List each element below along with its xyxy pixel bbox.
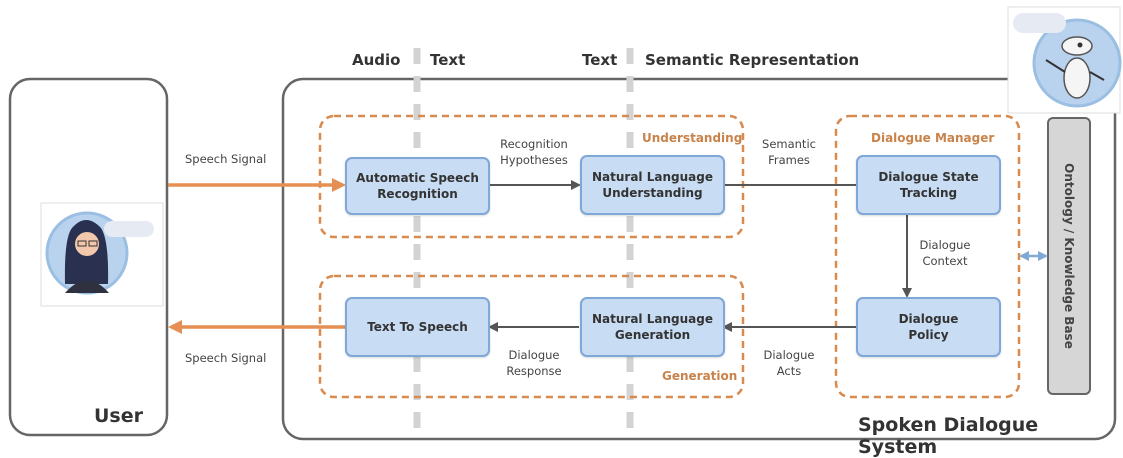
header-audio: Audio: [352, 51, 401, 69]
understanding-group-frame: [318, 114, 745, 239]
dst-node: Dialogue State Tracking: [856, 155, 1001, 215]
nlu-node: Natural Language Understanding: [580, 155, 725, 215]
policy-node: Dialogue Policy: [856, 297, 1001, 357]
generation-group-frame: [318, 274, 745, 399]
dialogue-acts-label: Dialogue Acts: [763, 348, 815, 378]
asr-node: Automatic Speech Recognition: [345, 157, 490, 215]
ontology-bar: [1047, 117, 1091, 395]
header-text-left: Text: [430, 51, 466, 69]
recognition-hypotheses-label: Recognition Hypotheses: [500, 137, 568, 167]
user-label: User: [94, 405, 143, 427]
generation-title: Generation: [662, 369, 738, 383]
robot-avatar-icon: [1007, 6, 1122, 114]
tts-node: Text To Speech: [345, 297, 490, 357]
woman-avatar-icon: [40, 202, 164, 307]
dialogue-manager-title: Dialogue Manager: [871, 131, 995, 145]
speech-signal-in-label: Speech Signal: [185, 152, 267, 166]
understanding-title: Understanding: [642, 131, 743, 145]
dialogue-context-label: Dialogue Context: [919, 238, 971, 268]
ontology-label: Ontology / Knowledge Base: [1062, 163, 1076, 349]
header-text-right: Text: [582, 51, 618, 69]
nlg-node: Natural Language Generation: [580, 297, 725, 357]
semantic-frames-label: Semantic Frames: [762, 137, 816, 167]
dialogue-response-label: Dialogue Response: [506, 348, 562, 378]
speech-signal-out-label: Speech Signal: [185, 351, 267, 365]
system-label: Spoken Dialogue System: [858, 414, 1039, 458]
header-semantic-representation: Semantic Representation: [645, 51, 860, 69]
ontology-label-wrap: Ontology / Knowledge Base: [1048, 118, 1090, 394]
